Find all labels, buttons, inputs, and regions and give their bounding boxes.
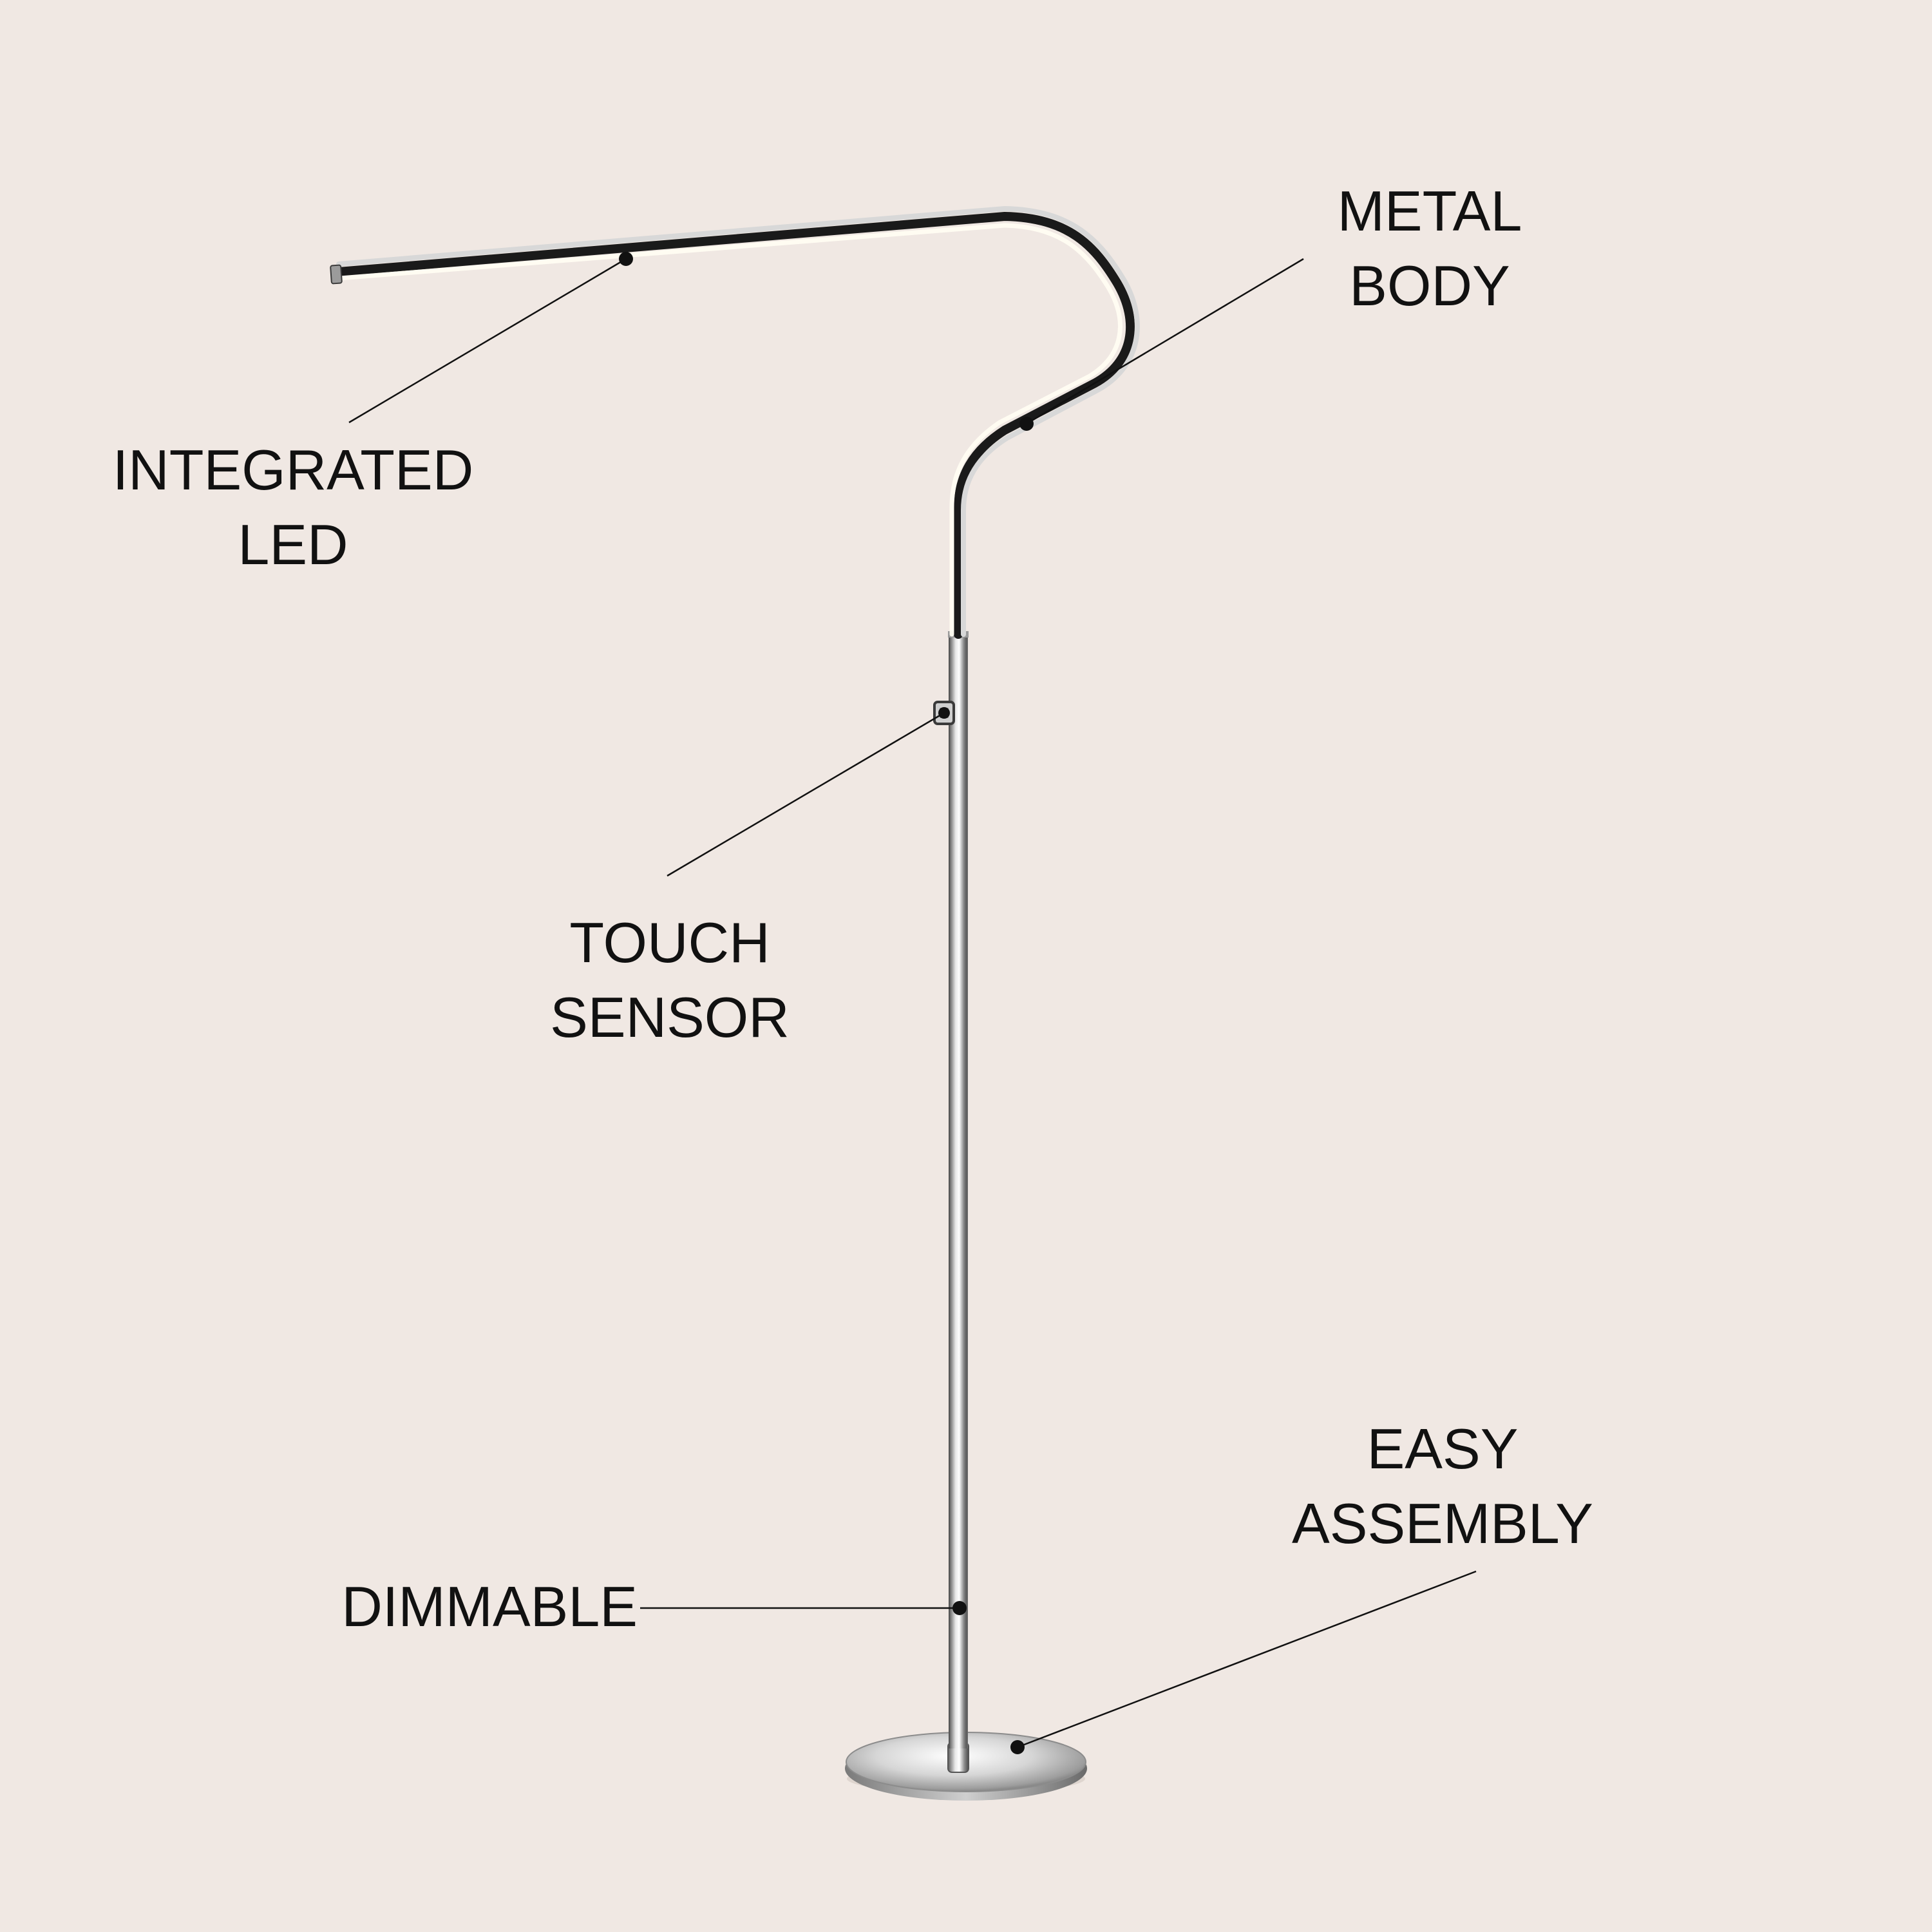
callout-touch-sensor-line2: SENSOR <box>550 985 790 1049</box>
callout-dimmable-line1: DIMMABLE <box>341 1575 638 1638</box>
callout-easy-assembly: EASY ASSEMBLY <box>1243 1412 1642 1561</box>
callout-integrated-led-line2: LED <box>238 513 348 576</box>
callout-dimmable: DIMMABLE <box>251 1569 638 1644</box>
leader-line-easy-assembly <box>1017 1570 1477 1748</box>
callout-metal-body: METAL BODY <box>1249 174 1610 323</box>
callout-metal-body-line2: BODY <box>1349 254 1510 317</box>
leader-line-touch-sensor <box>667 712 945 877</box>
marker-dot-dimmable <box>952 1601 967 1615</box>
marker-dot-touch-sensor <box>938 707 950 719</box>
callout-easy-assembly-line1: EASY <box>1367 1417 1519 1481</box>
arm-end-cap <box>330 264 343 285</box>
callout-touch-sensor-line1: TOUCH <box>569 911 770 974</box>
lamp-arm <box>334 212 1135 639</box>
marker-dot-metal-body <box>1019 417 1034 431</box>
callout-touch-sensor: TOUCH SENSOR <box>489 905 850 1055</box>
callout-easy-assembly-line2: ASSEMBLY <box>1292 1492 1593 1555</box>
lamp-stem <box>949 634 967 1748</box>
leader-line-integrated-led <box>348 258 627 424</box>
marker-dot-integrated-led <box>619 252 633 266</box>
callout-integrated-led-line1: INTEGRATED <box>112 438 474 502</box>
marker-dot-easy-assembly <box>1010 1740 1025 1754</box>
callout-integrated-led: INTEGRATED LED <box>87 433 499 582</box>
leader-line-metal-body <box>1026 258 1304 425</box>
led-light-strip <box>337 223 1122 637</box>
callout-metal-body-line1: METAL <box>1337 179 1522 243</box>
